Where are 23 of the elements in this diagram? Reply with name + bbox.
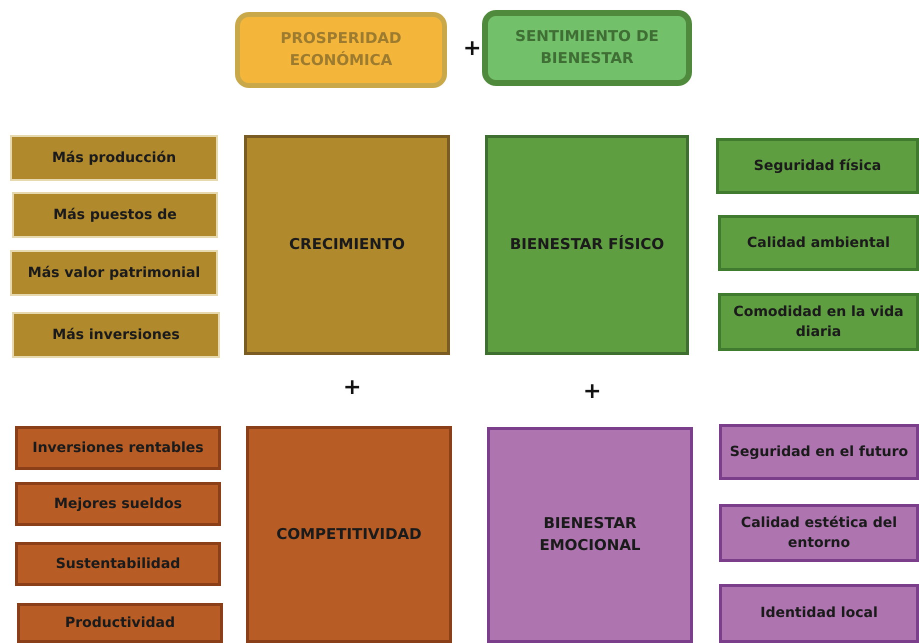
item-box: Calidad estética del entorno: [719, 504, 919, 562]
item-box: Sustentabilidad: [15, 542, 221, 586]
item-box: Más valor patrimonial: [10, 250, 218, 296]
item-box: Más puestos de: [12, 192, 218, 238]
concept-box: BIENESTAR FÍSICO: [485, 135, 689, 355]
item-box: Más producción: [10, 135, 218, 181]
concept-box: BIENESTAR EMOCIONAL: [487, 427, 693, 643]
item-box: Seguridad en el futuro: [719, 424, 919, 480]
plus-sign: +: [343, 375, 362, 400]
item-box: Mejores sueldos: [15, 482, 221, 526]
plus-sign: +: [463, 36, 482, 61]
concept-box: CRECIMIENTO: [244, 135, 450, 355]
item-box: Más inversiones: [12, 312, 220, 358]
item-box: Identidad local: [719, 584, 919, 643]
plus-sign: +: [583, 379, 602, 404]
category-box: PROSPERIDAD ECONÓMICA: [235, 12, 447, 88]
item-box: Seguridad física: [716, 138, 919, 194]
item-box: Inversiones rentables: [15, 426, 221, 470]
item-box: Comodidad en la vida diaria: [718, 293, 919, 351]
item-box: Productividad: [17, 603, 223, 643]
category-box: SENTIMIENTO DE BIENESTAR: [482, 10, 692, 86]
concept-box: COMPETITIVIDAD: [246, 426, 452, 643]
item-box: Calidad ambiental: [718, 215, 919, 271]
